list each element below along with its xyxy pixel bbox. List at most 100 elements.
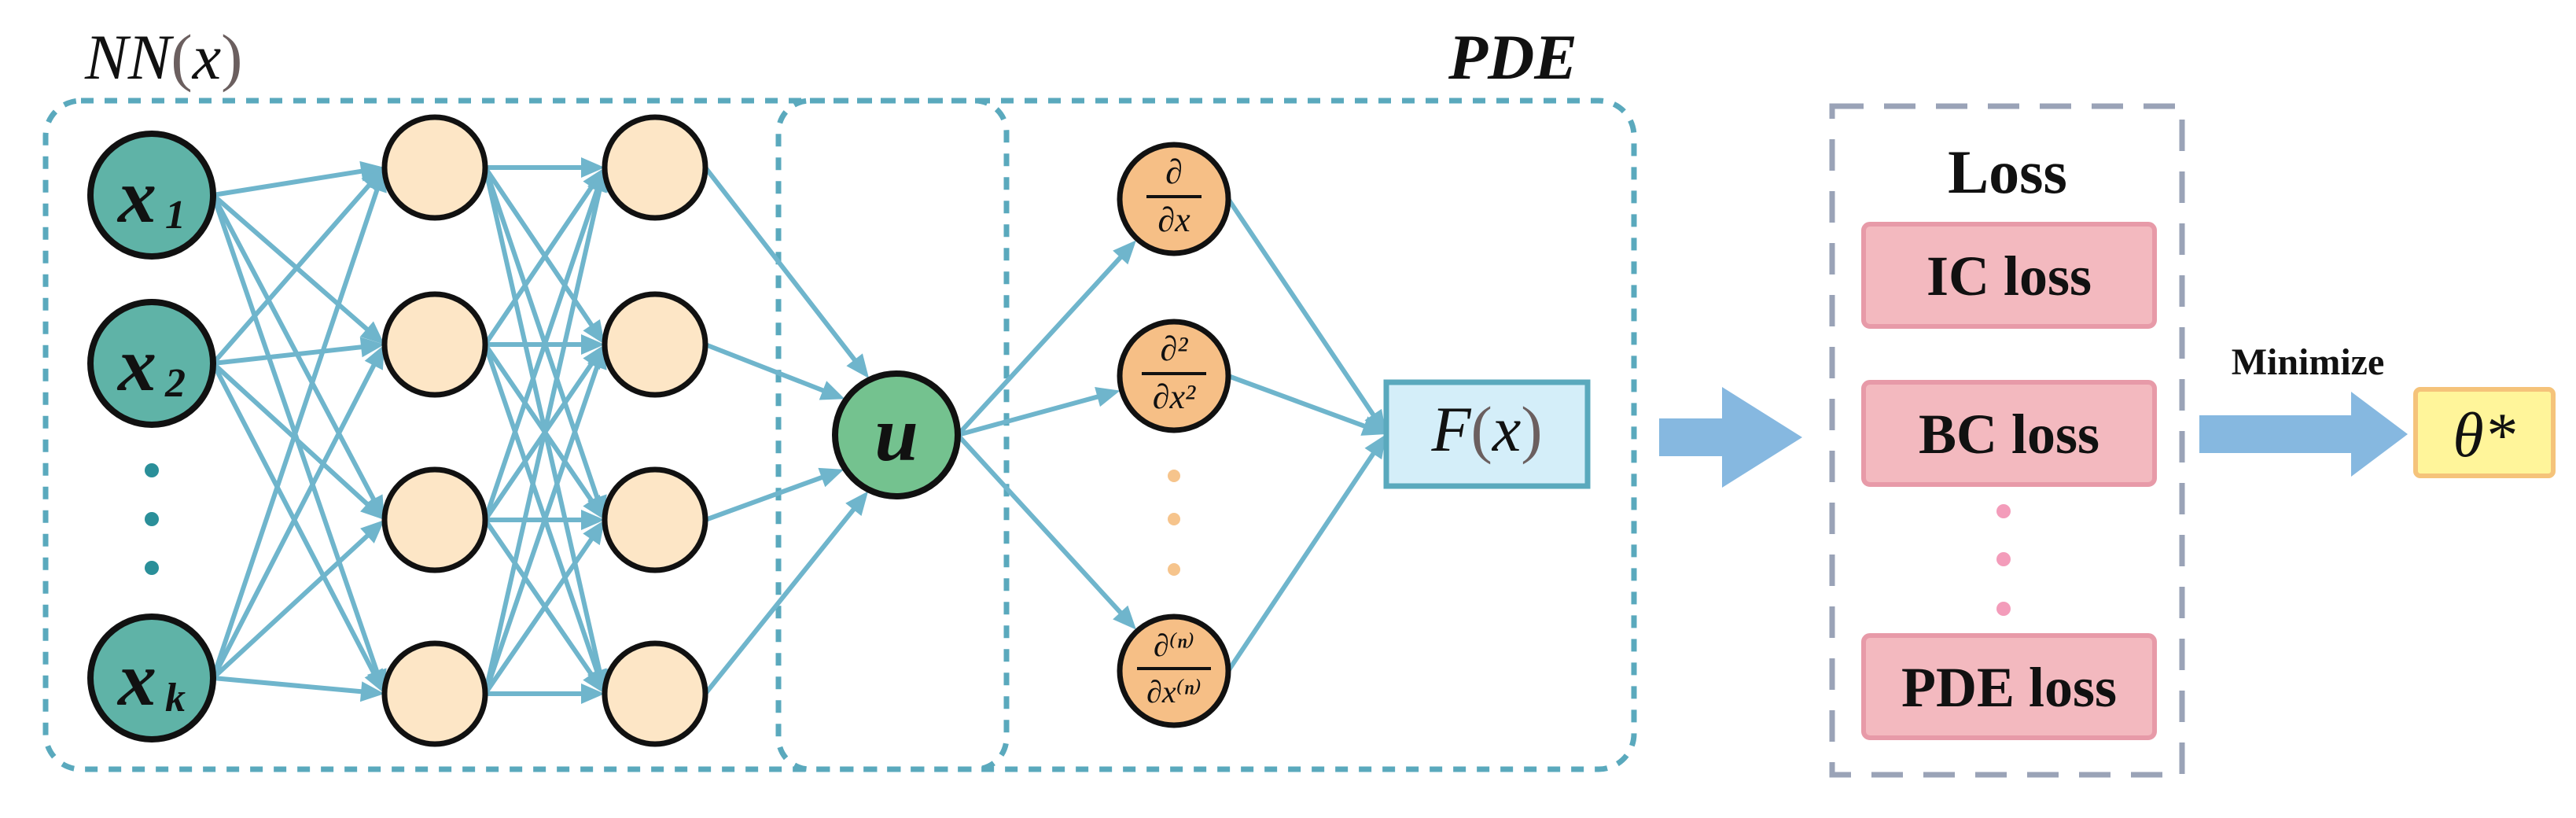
edge-arrowhead — [367, 168, 387, 193]
edge-arrowhead — [583, 668, 605, 694]
edge — [483, 167, 602, 507]
edge-arrowhead — [846, 353, 870, 379]
loss-ellipsis — [1996, 504, 2011, 616]
edge-arrowhead — [359, 321, 385, 345]
edge — [483, 356, 598, 521]
svg-text:k: k — [165, 676, 186, 720]
edge-arrowhead — [364, 345, 385, 370]
edge-arrowhead — [583, 319, 605, 345]
edge — [212, 193, 374, 337]
derivative-node-nth: ∂⁽ⁿ⁾ ∂x⁽ⁿ⁾ — [1117, 614, 1231, 728]
svg-text:∂x: ∂x — [1157, 201, 1190, 239]
network-edges — [211, 157, 1386, 704]
hidden-node — [381, 114, 488, 221]
edge — [211, 182, 382, 679]
hidden-node — [602, 291, 708, 398]
loss-title: Loss — [1948, 138, 2067, 206]
svg-text:BC loss: BC loss — [1919, 403, 2099, 466]
edge — [483, 179, 598, 346]
edge — [211, 357, 380, 680]
hidden-node — [381, 640, 488, 747]
output-node-u: u — [832, 370, 961, 499]
edge-arrowhead — [1360, 416, 1386, 436]
edge — [955, 250, 1128, 437]
edge-arrowhead — [1095, 387, 1121, 407]
edge-arrowhead — [1364, 408, 1386, 434]
svg-text:∂x⁽ⁿ⁾: ∂x⁽ⁿ⁾ — [1146, 674, 1202, 709]
edge-arrowhead — [581, 684, 605, 704]
minimize-label: Minimize — [2232, 341, 2385, 383]
svg-text:∂²: ∂² — [1161, 330, 1189, 368]
edge — [483, 181, 602, 521]
edge — [1226, 445, 1380, 672]
output-divider-box — [775, 98, 1010, 772]
edge — [483, 344, 602, 680]
svg-text:∂⁽ⁿ⁾: ∂⁽ⁿ⁾ — [1154, 628, 1194, 663]
edge-arrowhead — [819, 381, 845, 400]
edge — [483, 531, 598, 695]
hidden-node — [381, 466, 488, 573]
edge-arrowhead — [359, 337, 385, 358]
edge-arrowhead — [583, 494, 605, 520]
edge-arrowhead — [845, 491, 869, 517]
to-loss-arrow — [1659, 387, 1802, 488]
edge-arrowhead — [581, 334, 605, 355]
edge-arrowhead — [359, 681, 385, 702]
edge — [212, 344, 370, 366]
edge — [703, 502, 860, 695]
edge — [704, 472, 830, 522]
input-ellipsis — [145, 463, 159, 575]
svg-text:1: 1 — [165, 193, 186, 238]
hidden-node — [602, 640, 708, 747]
edge — [212, 676, 370, 695]
input-node-xk: x k — [87, 614, 216, 742]
svg-text:PDE loss: PDE loss — [1901, 656, 2117, 719]
hidden-node — [602, 114, 708, 221]
nn-label: NN(x) — [84, 21, 242, 93]
edge — [1227, 374, 1373, 431]
input-node-x2: x 2 — [87, 299, 216, 428]
svg-text:u: u — [874, 390, 918, 477]
edge — [957, 392, 1106, 437]
svg-text:F(x): F(x) — [1430, 393, 1542, 465]
residual-box: F(x) — [1383, 379, 1591, 489]
svg-text:IC loss: IC loss — [1926, 245, 2092, 308]
edge-arrowhead — [587, 345, 607, 370]
theta-box: θ* — [2413, 387, 2556, 478]
edge-arrowhead — [361, 168, 385, 193]
edge — [483, 358, 602, 695]
hidden-layer-1 — [381, 114, 488, 747]
edge-arrowhead — [583, 520, 605, 546]
svg-text:∂: ∂ — [1165, 153, 1183, 191]
pde-label: PDE — [1448, 21, 1577, 93]
svg-text:∂x²: ∂x² — [1153, 378, 1196, 416]
edge-arrowhead — [360, 520, 385, 543]
edge — [483, 343, 598, 509]
edge — [703, 166, 862, 368]
edge — [483, 166, 598, 333]
input-node-x1: x 1 — [87, 131, 216, 260]
edge-arrowhead — [1113, 240, 1137, 265]
edge — [212, 168, 370, 197]
edge — [955, 433, 1128, 620]
edge — [483, 182, 604, 695]
derivative-ellipsis — [1168, 470, 1180, 576]
edge — [211, 529, 375, 680]
edge-arrowhead — [1364, 434, 1386, 460]
edge — [704, 342, 831, 396]
edge-arrowhead — [818, 467, 845, 488]
edge-arrowhead — [581, 157, 605, 178]
edge — [483, 167, 604, 680]
svg-text:x: x — [116, 637, 156, 722]
edge-arrowhead — [359, 160, 385, 182]
edge — [483, 518, 598, 683]
pde-loss-box: PDE loss — [1861, 633, 2157, 740]
svg-text:2: 2 — [164, 361, 186, 406]
edge-arrowhead — [581, 510, 605, 530]
loss-region-box — [1829, 103, 2185, 778]
edge — [1226, 197, 1380, 423]
derivative-node-first: ∂ ∂x — [1117, 142, 1231, 256]
edge-arrowhead — [360, 496, 385, 520]
edge — [211, 178, 377, 365]
